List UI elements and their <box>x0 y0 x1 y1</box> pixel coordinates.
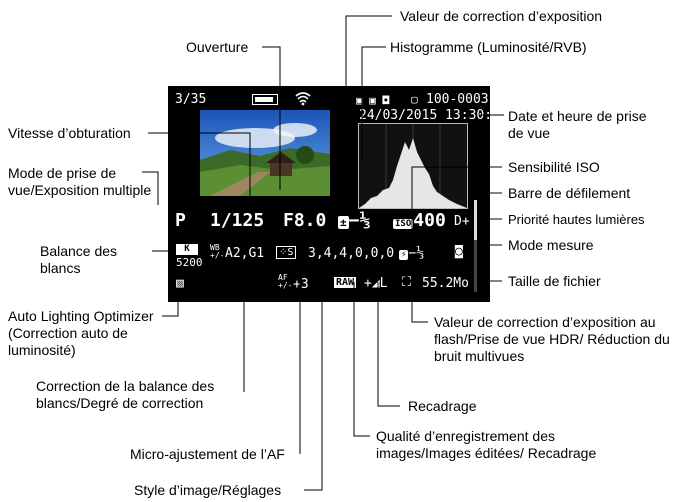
label-flash-exposure-comp: Valeur de correction d’exposition au fla… <box>434 314 670 364</box>
label-scroll-bar: Barre de défilement <box>508 185 631 201</box>
crop-icon: ⛶ <box>402 275 412 290</box>
label-wb-correction: Correction de la balance des blancs/Degr… <box>36 378 215 411</box>
label-highlight-priority: Priorité hautes lumières <box>508 212 645 227</box>
flash-comp: ⚡−⅓ <box>399 246 424 261</box>
wb-kelvin: 5200 <box>176 256 203 269</box>
shutter-speed: 1/125 <box>210 210 265 231</box>
photo-thumbnail <box>200 110 330 196</box>
shooting-mode: P <box>175 210 186 231</box>
label-aperture: Ouverture <box>186 39 249 55</box>
image-counter: 3/35 <box>175 92 207 107</box>
exposure-comp: ±−⅓ <box>338 210 370 231</box>
af-micro-value: +3 <box>293 277 309 292</box>
histogram <box>358 123 468 209</box>
label-date-time: Date et heure de prise de vue <box>508 108 647 141</box>
label-image-quality: Qualité d’enregistrement des images/Imag… <box>376 428 597 461</box>
label-histogram: Histogramme (Luminosité/RVB) <box>390 39 587 55</box>
date-time: 24/03/2015 13:30:00 <box>359 108 490 123</box>
folder-icon: ▢ <box>411 93 418 106</box>
exposure-comp-icon: ± <box>338 216 349 229</box>
label-auto-lighting-optimizer: Auto Lighting Optimizer (Correction auto… <box>8 308 154 358</box>
metering-mode-icon: ◙ <box>455 244 463 259</box>
wb-shift-value: A2,G1 <box>225 246 265 261</box>
label-picture-style: Style d’image/Réglages <box>134 482 282 498</box>
highlight-tone-priority: D+ <box>454 214 470 229</box>
label-shutter-speed: Vitesse d’obturation <box>8 125 131 141</box>
camera-lcd: 3/35 ▣ ▣ ◘ ▢ 100-0003 24/03/2015 13:30:0… <box>168 86 490 302</box>
iso-value: 400 <box>413 210 446 231</box>
picture-style-icon: ⁘S <box>276 246 297 259</box>
aperture: F8.0 <box>283 210 327 231</box>
flash-comp-value: −⅓ <box>408 246 425 261</box>
iso-icon: ISO <box>393 219 414 229</box>
quality-raw-badge: RAW <box>334 277 357 288</box>
battery-icon <box>252 94 278 105</box>
label-iso: Sensibilité ISO <box>508 159 600 175</box>
flash-comp-icon: ⚡ <box>399 250 409 260</box>
label-exposure-comp-value: Valeur de correction d’exposition <box>400 8 603 24</box>
file-size: 55.2Mo <box>422 276 469 291</box>
label-white-balance: Balance des blancs <box>40 243 118 276</box>
wb-shift-icon: WB+/- <box>210 243 225 260</box>
wb-mode-icon: K <box>176 244 198 255</box>
quality-suffix: +◢L <box>364 276 388 291</box>
label-af-micro: Micro-ajustement de l’AF <box>130 446 285 462</box>
label-shooting-mode: Mode de prise de vue/Exposition multiple <box>8 165 152 198</box>
label-crop: Recadrage <box>408 398 477 414</box>
wifi-icon <box>295 90 311 110</box>
picture-style-settings: 3,4,4,0,0,0 <box>308 246 395 261</box>
af-micro-icon: AF+/- <box>278 273 293 290</box>
label-file-size: Taille de fichier <box>508 273 601 289</box>
folder-file-number: 100-0003 <box>426 92 489 107</box>
auto-lighting-optimizer-icon: ▧ <box>176 276 184 291</box>
label-metering-mode: Mode mesure <box>508 237 594 253</box>
protect-rating-icons: ▣ ▣ ◘ <box>356 94 390 107</box>
picture-style-code: S <box>287 247 294 258</box>
scroll-bar[interactable] <box>474 200 477 292</box>
exposure-comp-value: −⅓ <box>348 210 371 231</box>
